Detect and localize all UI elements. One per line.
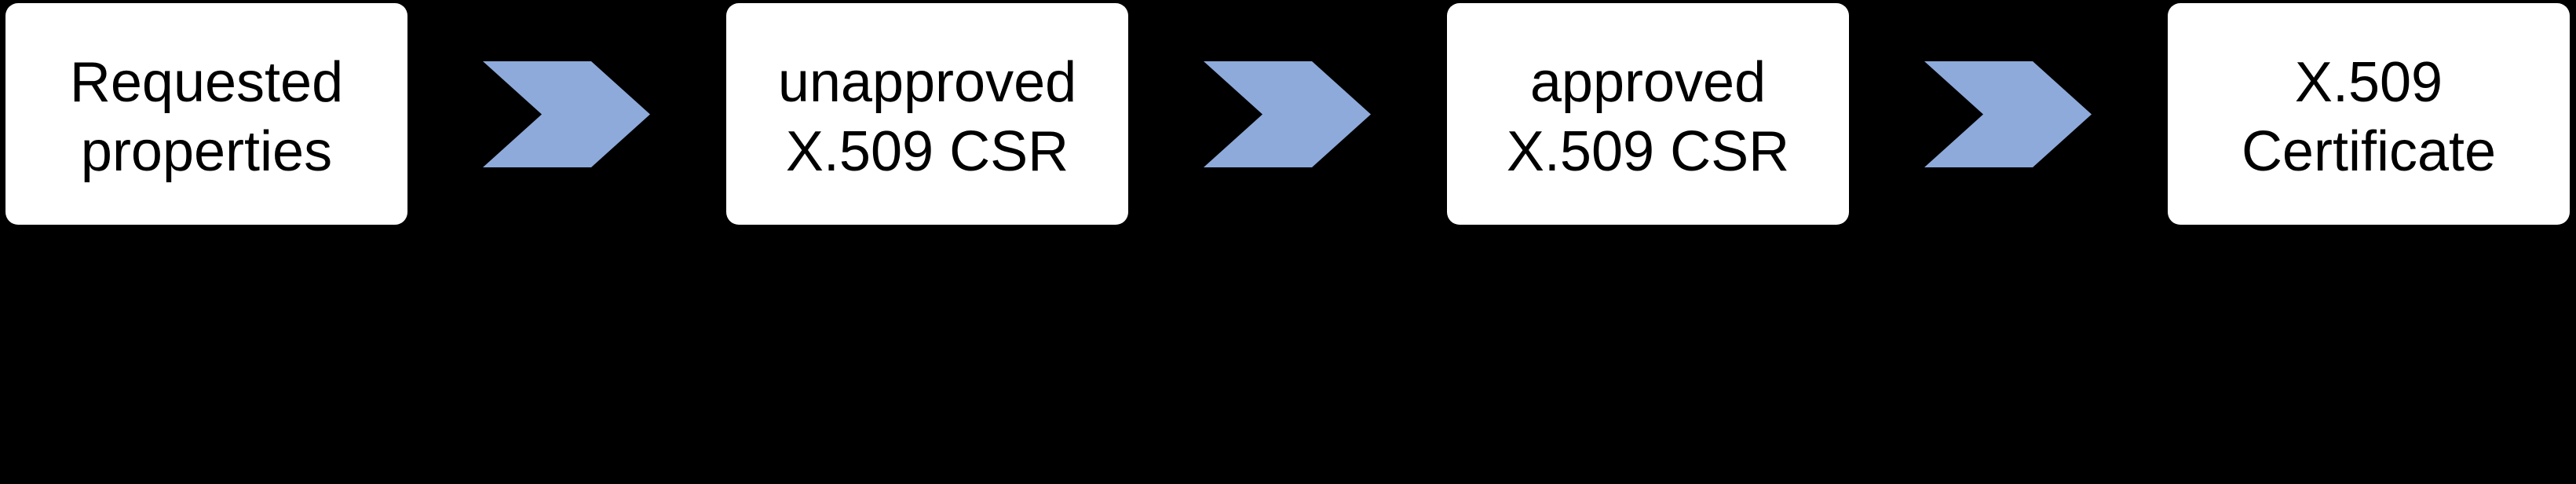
chevron-right-icon <box>1924 61 2092 167</box>
flow-step-x509-certificate: X.509 Certificate <box>2168 3 2570 225</box>
step-label-line: X.509 CSR <box>785 120 1069 183</box>
step-label-line: X.509 CSR <box>1506 120 1790 183</box>
step-label-line: X.509 <box>2294 51 2443 114</box>
flow-step-approved-csr: approved X.509 CSR <box>1447 3 1849 225</box>
flow-step-requested-properties: Requested properties <box>5 3 407 225</box>
step-label-line: properties <box>80 120 333 183</box>
step-label-line: Certificate <box>2241 120 2497 183</box>
step-label-line: Requested <box>69 51 344 114</box>
step-label-line: unapproved <box>777 51 1077 114</box>
flow-step-unapproved-csr: unapproved X.509 CSR <box>726 3 1128 225</box>
chevron-right-icon <box>1204 61 1371 167</box>
chevron-right-shape <box>1204 61 1371 167</box>
chevron-right-icon <box>483 61 650 167</box>
chevron-right-shape <box>483 61 650 167</box>
chevron-right-shape <box>1924 61 2092 167</box>
step-label-line: approved <box>1529 51 1767 114</box>
